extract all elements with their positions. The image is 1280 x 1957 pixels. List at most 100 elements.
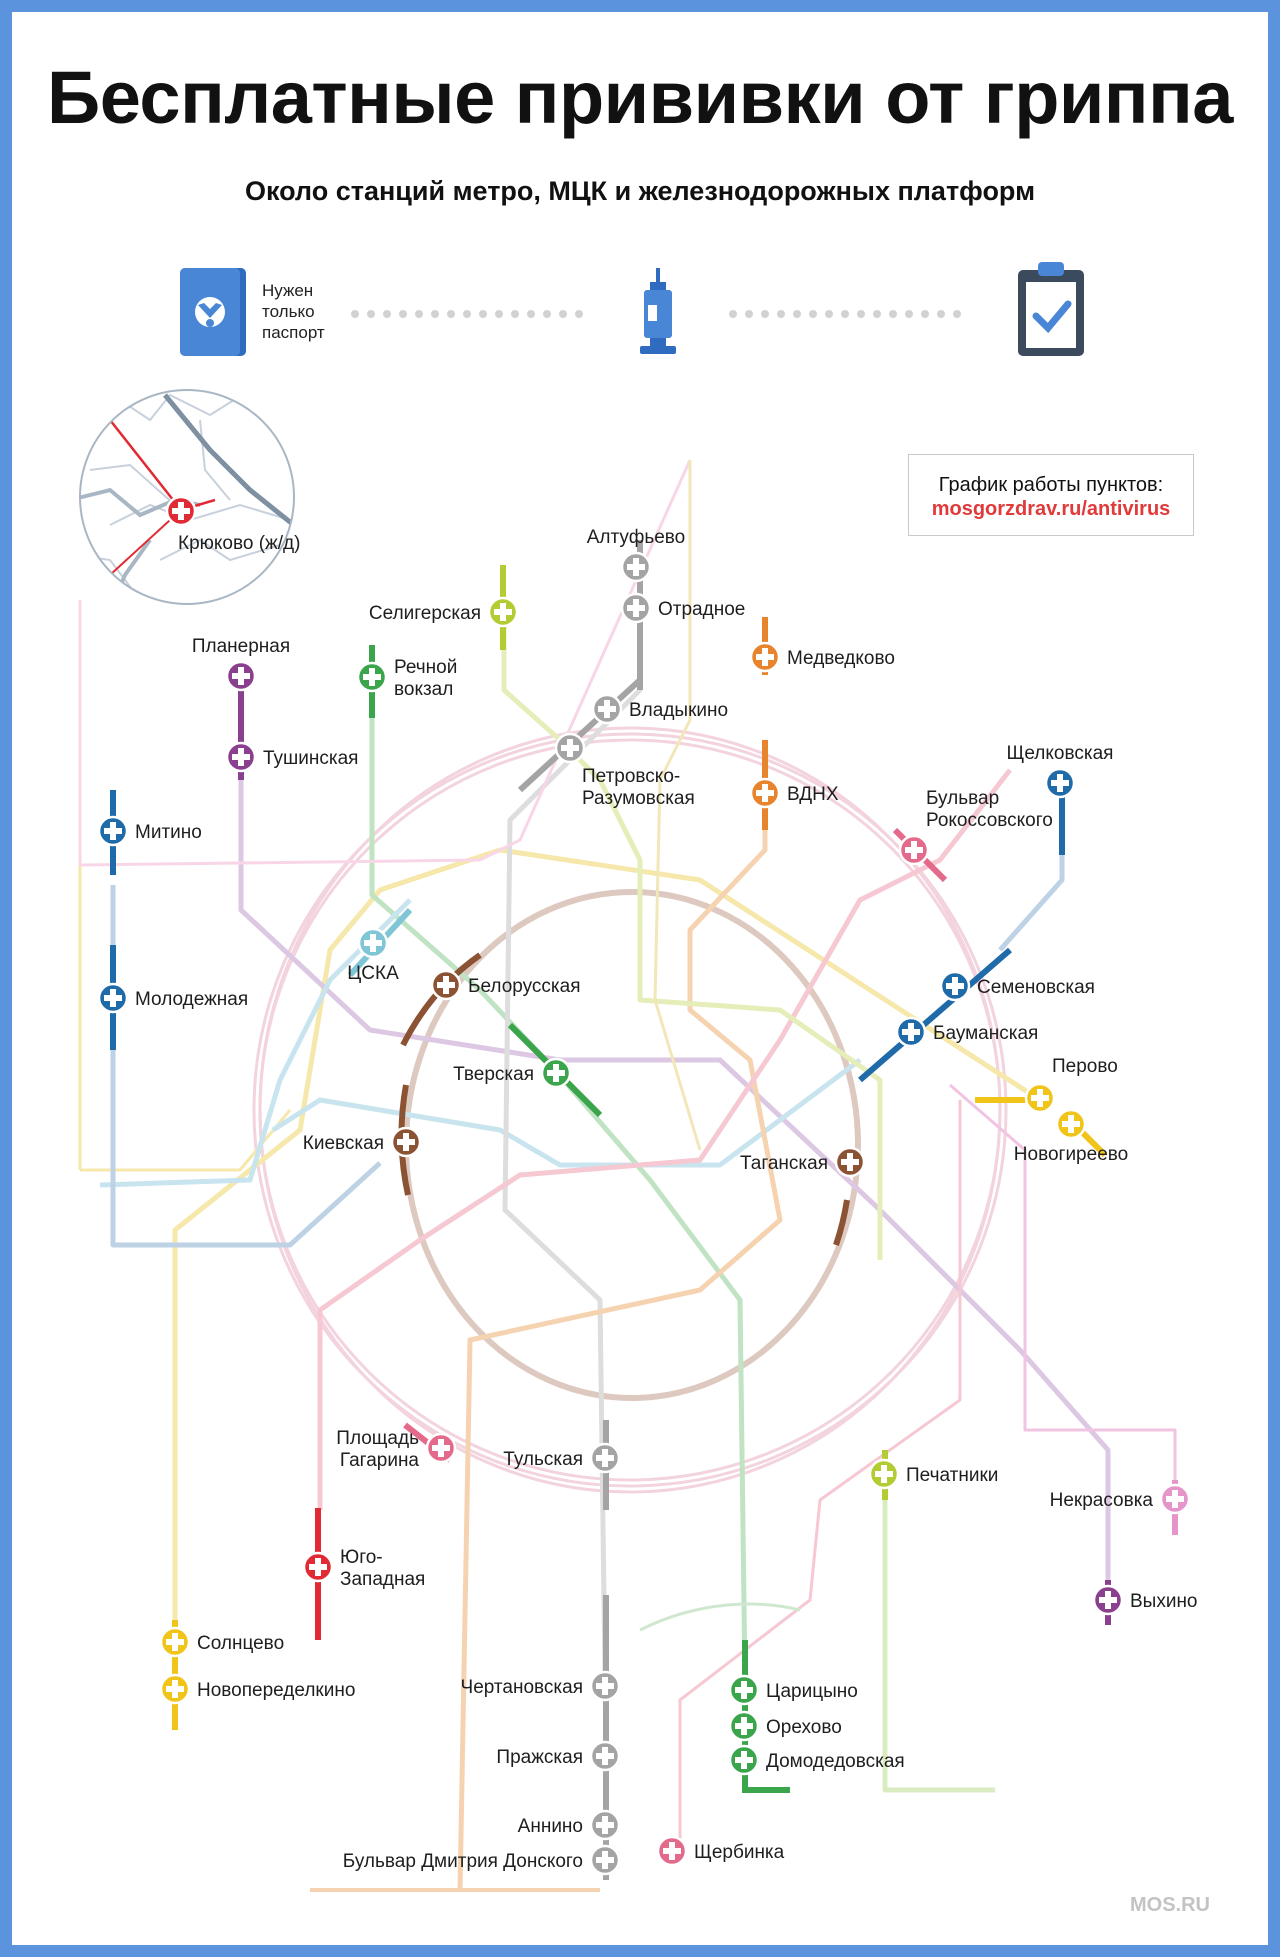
station-label: ВДНХ: [787, 784, 839, 805]
medical-cross-icon: [905, 841, 923, 859]
station-label: Некрасовка: [1050, 1490, 1154, 1511]
station-пражская[interactable]: Пражская: [496, 1740, 621, 1772]
medical-cross-icon: [1062, 1115, 1080, 1133]
station-label: Орехово: [766, 1717, 842, 1738]
medical-cross-icon: [735, 1717, 753, 1735]
station-крюково-ж-д[interactable]: Крюково (ж/д): [165, 495, 300, 554]
medical-cross-icon: [735, 1751, 753, 1769]
schedule-label: График работы пунктов:: [938, 474, 1164, 496]
station-label: Новогиреево: [1014, 1144, 1128, 1165]
medical-cross-icon: [104, 989, 122, 1007]
station-солнцево[interactable]: Солнцево: [159, 1626, 284, 1658]
medical-cross-icon: [166, 1633, 184, 1651]
syringe-icon: [640, 268, 676, 354]
medical-cross-icon: [596, 1677, 614, 1695]
medical-cross-icon: [627, 599, 645, 617]
passport-icon: [180, 268, 246, 356]
station-тульская[interactable]: Тульская: [503, 1442, 621, 1474]
station-label: Перово: [1052, 1056, 1118, 1077]
station-label: Медведково: [787, 648, 895, 669]
station-некрасовка[interactable]: Некрасовка: [1050, 1483, 1191, 1515]
station-аннино[interactable]: Аннино: [518, 1809, 621, 1841]
station-бульвар-дмитрия-донского[interactable]: Бульвар Дмитрия Донского: [343, 1844, 621, 1876]
medical-cross-icon: [363, 668, 381, 686]
medical-cross-icon: [875, 1465, 893, 1483]
station-label: Владыкино: [629, 700, 728, 721]
medical-cross-icon: [756, 784, 774, 802]
station-label: Петровско-Разумовская: [582, 766, 695, 809]
station-юго-западная[interactable]: Юго-Западная: [302, 1547, 425, 1590]
medical-cross-icon: [756, 648, 774, 666]
station-label: Пражская: [496, 1747, 583, 1768]
station-label: Щербинка: [694, 1842, 785, 1863]
medical-cross-icon: [1051, 774, 1069, 792]
station-бауманская[interactable]: Бауманская: [895, 1016, 1038, 1048]
station-label: Выхино: [1130, 1591, 1198, 1612]
station-чертановская[interactable]: Чертановская: [461, 1670, 621, 1702]
inset-locator-map: [79, 389, 295, 605]
station-label: Киевская: [303, 1133, 384, 1154]
station-label: Планерная: [192, 636, 290, 657]
station-цска[interactable]: ЦСКА: [347, 927, 399, 984]
station-митино[interactable]: Митино: [97, 815, 202, 847]
station-label: Отрадное: [658, 599, 745, 620]
station-щербинка[interactable]: Щербинка: [656, 1835, 785, 1867]
station-выхино[interactable]: Выхино: [1092, 1584, 1198, 1616]
station-тверская[interactable]: Тверская: [453, 1057, 572, 1089]
station-label: Царицыно: [766, 1681, 858, 1702]
station-печатники[interactable]: Печатники: [868, 1458, 998, 1490]
station-label: Щелковская: [1007, 743, 1114, 764]
medical-cross-icon: [232, 667, 250, 685]
station-владыкино[interactable]: Владыкино: [591, 693, 728, 725]
medical-cross-icon: [663, 1842, 681, 1860]
station-селигерская[interactable]: Селигерская: [369, 596, 519, 628]
station-тушинская[interactable]: Тушинская: [225, 741, 358, 773]
station-label: Белорусская: [468, 976, 581, 997]
station-алтуфьево[interactable]: Алтуфьево: [587, 527, 686, 583]
station-новопеределкино[interactable]: Новопеределкино: [159, 1673, 355, 1705]
passport-note: Нужен только паспорт: [262, 281, 325, 342]
station-label: Бульвар Дмитрия Донского: [343, 1851, 583, 1872]
medical-cross-icon: [946, 977, 964, 995]
station-белорусская[interactable]: Белорусская: [430, 969, 581, 1001]
page-subtitle: Около станций метро, МЦК и железнодорожн…: [244, 176, 1036, 206]
medical-cross-icon: [166, 1680, 184, 1698]
station-семеновская[interactable]: Семеновская: [939, 970, 1095, 1002]
station-label: Селигерская: [369, 603, 481, 624]
station-вднх[interactable]: ВДНХ: [749, 777, 839, 809]
station-перово[interactable]: Перово: [1024, 1056, 1118, 1114]
medical-cross-icon: [561, 739, 579, 757]
medical-cross-icon: [841, 1153, 859, 1171]
station-медведково[interactable]: Медведково: [749, 641, 895, 673]
medical-cross-icon: [1031, 1089, 1049, 1107]
page-title: Бесплатные прививки от гриппа: [47, 56, 1233, 139]
schedule-link[interactable]: mosgorzdrav.ru/antivirus: [931, 498, 1171, 520]
station-label: Крюково (ж/д): [178, 533, 300, 554]
medical-cross-icon: [364, 934, 382, 952]
medical-cross-icon: [627, 558, 645, 576]
schedule-box: График работы пунктов: mosgorzdrav.ru/an…: [908, 454, 1194, 536]
station-молодежная[interactable]: Молодежная: [97, 982, 248, 1014]
station-щелковская[interactable]: Щелковская: [1007, 743, 1114, 799]
station-царицыно[interactable]: Царицыно: [728, 1674, 858, 1706]
clipboard-check-icon: [1018, 262, 1084, 356]
station-орехово[interactable]: Орехово: [728, 1710, 842, 1742]
station-домодедовская[interactable]: Домодедовская: [728, 1744, 905, 1776]
station-таганская[interactable]: Таганская: [740, 1146, 866, 1178]
station-петровско-разумовская[interactable]: Петровско-Разумовская: [554, 732, 695, 809]
station-киевская[interactable]: Киевская: [303, 1126, 422, 1158]
medical-cross-icon: [1166, 1490, 1184, 1508]
medical-cross-icon: [596, 1816, 614, 1834]
station-label: Молодежная: [135, 989, 248, 1010]
station-отрадное[interactable]: Отрадное: [620, 592, 745, 624]
station-label: Новопеределкино: [197, 1680, 355, 1701]
station-планерная[interactable]: Планерная: [192, 636, 290, 692]
station-новогиреево[interactable]: Новогиреево: [1014, 1108, 1128, 1165]
station-label: Домодедовская: [766, 1751, 905, 1772]
station-label: Семеновская: [977, 977, 1095, 998]
